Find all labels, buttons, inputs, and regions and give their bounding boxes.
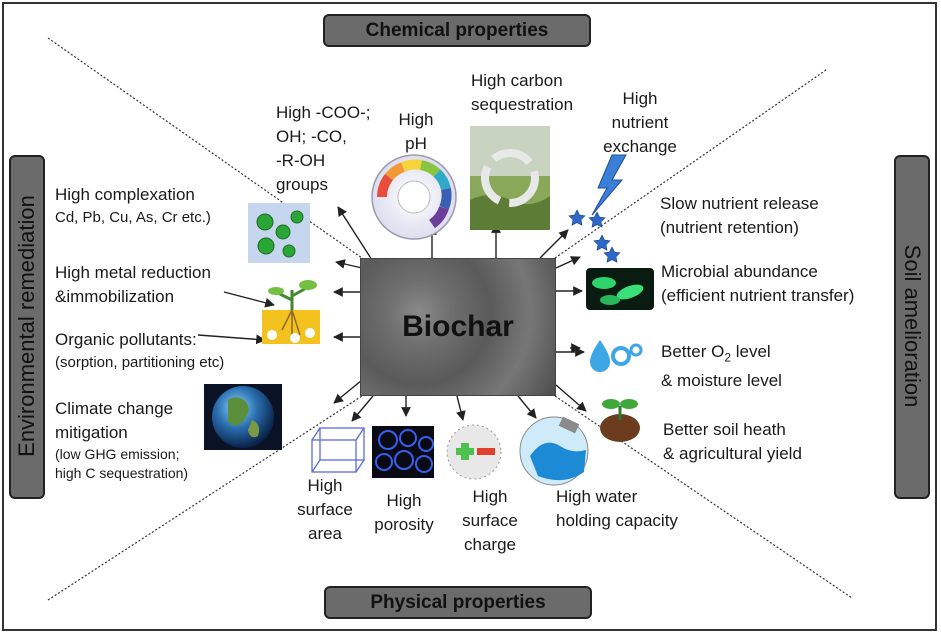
label-organic-pollutants: Organic pollutants: (sorption, partition… [55, 330, 225, 371]
label-soil-health: Better soil heath& agricultural yield [663, 420, 802, 463]
charge-icon [446, 424, 502, 480]
biochar-image: Biochar [360, 258, 556, 396]
header-physical-properties: Physical properties [324, 586, 592, 619]
lightning-icon [591, 154, 627, 216]
ph-scale-icon [371, 154, 457, 240]
plant-roots-icon [262, 280, 320, 344]
label-o2-level: Better O2 level & moisture level [661, 342, 782, 391]
arrows [197, 206, 587, 422]
label-metal-reduction: High metal reduction&immobilization [55, 263, 211, 306]
header-chemical-properties: Chemical properties [323, 14, 591, 47]
star-icon [568, 209, 621, 263]
seedling-icon [600, 399, 640, 442]
header-soil-text: Soil amelioration [900, 244, 925, 408]
carbon-cycle-icon [470, 126, 550, 230]
label-complexation: High complexation Cd, Pb, Cu, As, Cr etc… [55, 185, 211, 226]
header-chemical-text: Chemical properties [365, 19, 549, 41]
globe-icon [204, 384, 282, 450]
header-environmental-remediation [9, 155, 45, 499]
biochar-label: Biochar [402, 310, 514, 343]
water-flow-icon [519, 416, 589, 486]
cube-icon [311, 427, 365, 473]
pore-icon [372, 426, 434, 478]
label-microbial: Microbial abundance(efficient nutrient t… [661, 262, 855, 305]
header-physical-text: Physical properties [370, 591, 546, 613]
molecule-icon [248, 203, 310, 263]
water-drop-icon [590, 340, 643, 372]
diagonal-dividers [47, 37, 853, 601]
microbe-icon [586, 268, 654, 310]
header-environmental-text: Environmental remediation [14, 195, 39, 457]
header-soil-amelioration [894, 155, 930, 499]
label-slow-release: Slow nutrient release(nutrient retention… [660, 194, 819, 237]
